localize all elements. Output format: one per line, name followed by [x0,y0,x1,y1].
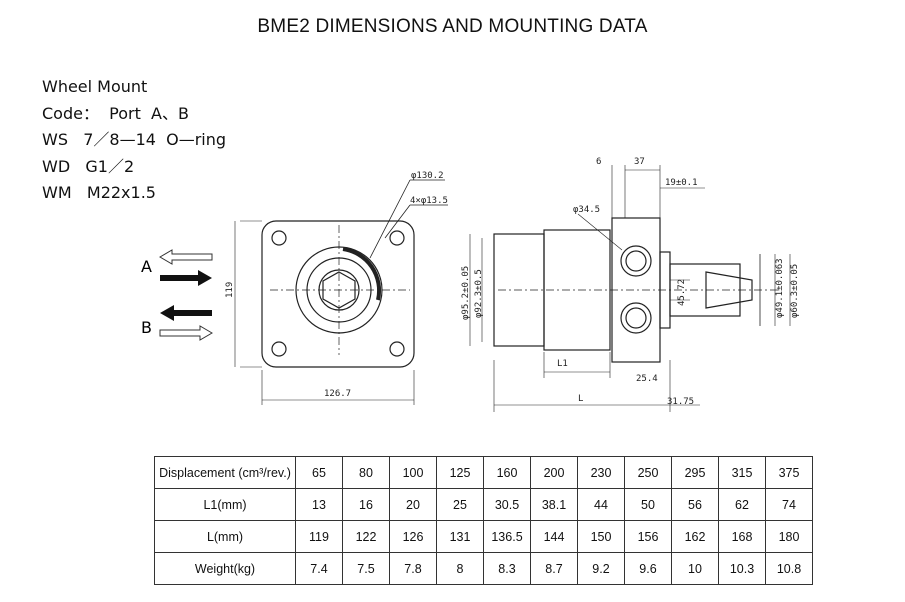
cell: 8.7 [530,552,578,585]
row-label: L1(mm) [154,488,296,521]
cell: 119 [295,520,343,553]
cell: 65 [295,456,343,489]
cell: 7.5 [342,552,390,585]
cell: 160 [483,456,531,489]
d49-label: φ49.1±0.063 [775,258,785,318]
mount-info-line: WS 7／8—14 O—ring [42,130,227,149]
width-label: 126.7 [324,389,351,399]
cell: 230 [577,456,625,489]
cell: 8 [436,552,484,585]
port-b-arrows: B [141,305,213,341]
holes-label: 4×φ13.5 [410,196,448,206]
cell: 136.5 [483,520,531,553]
cell: 9.2 [577,552,625,585]
port-a-label: A [141,257,152,276]
cell: 200 [530,456,578,489]
d37-label: 37 [634,157,645,167]
cell: 150 [577,520,625,553]
height-label: 119 [225,282,235,298]
cell: 25 [436,488,484,521]
mount-info-line: WM M22x1.5 [42,183,156,202]
mount-info-line: Code： Port A、B [42,103,189,123]
side-view [469,165,791,412]
mount-info-line: Wheel Mount [42,77,148,96]
cell: 80 [342,456,390,489]
spec-table: Displacement (cm³/rev.) 65 80 100 125 16… [154,456,813,585]
cell: 13 [295,488,343,521]
d60-label: φ60.3±0.05 [790,264,800,318]
cell: 168 [718,520,766,553]
cell: 8.3 [483,552,531,585]
d254-label: 25.4 [636,374,658,384]
d95-label: φ95.2±0.05 [461,266,471,320]
row-label: Weight(kg) [154,552,296,585]
cell: 162 [671,520,719,553]
d92-label: φ92.3±0.5 [474,269,484,318]
cell: 16 [342,488,390,521]
d19-label: 19±0.1 [665,178,698,188]
port-a-arrows: A [141,249,213,286]
table-row-l: L(mm) 119 122 126 131 136.5 144 150 156 … [154,520,813,553]
cell: 56 [671,488,719,521]
cell: 74 [765,488,813,521]
l1-label: L1 [557,359,568,369]
cell: 38.1 [530,488,578,521]
flange-dia-label: φ130.2 [411,171,444,181]
cell: 30.5 [483,488,531,521]
cell: 7.4 [295,552,343,585]
cell: 250 [624,456,672,489]
cell: 131 [436,520,484,553]
cell: 9.6 [624,552,672,585]
cell: 44 [577,488,625,521]
d34-label: φ34.5 [573,205,600,215]
cell: 10.8 [765,552,813,585]
d45-label: 45.72 [677,279,687,306]
cell: 180 [765,520,813,553]
mount-info-line: WD G1／2 [42,156,135,176]
cell: 126 [389,520,437,553]
row-label: L(mm) [154,520,296,553]
page-title: BME2 DIMENSIONS AND MOUNTING DATA [257,16,648,37]
cell: 50 [624,488,672,521]
cell: 125 [436,456,484,489]
row-label: Displacement (cm³/rev.) [154,456,296,489]
cell: 375 [765,456,813,489]
d6-label: 6 [596,157,601,167]
port-b-label: B [141,318,152,337]
cell: 7.8 [389,552,437,585]
cell: 295 [671,456,719,489]
cell: 144 [530,520,578,553]
table-row-displacement: Displacement (cm³/rev.) 65 80 100 125 16… [154,456,813,489]
cell: 100 [389,456,437,489]
table-row-weight: Weight(kg) 7.4 7.5 7.8 8 8.3 8.7 9.2 9.6… [154,552,813,585]
cell: 10.3 [718,552,766,585]
table-row-l1: L1(mm) 13 16 20 25 30.5 38.1 44 50 56 62… [154,488,813,521]
cell: 122 [342,520,390,553]
front-view [234,179,448,405]
cell: 315 [718,456,766,489]
cell: 20 [389,488,437,521]
cell: 10 [671,552,719,585]
mount-info: Wheel Mount Code： Port A、B WS 7／8—14 O—r… [42,74,226,207]
cell: 62 [718,488,766,521]
cell: 156 [624,520,672,553]
d3175-label: 31.75 [667,397,694,407]
l-label: L [578,394,583,404]
